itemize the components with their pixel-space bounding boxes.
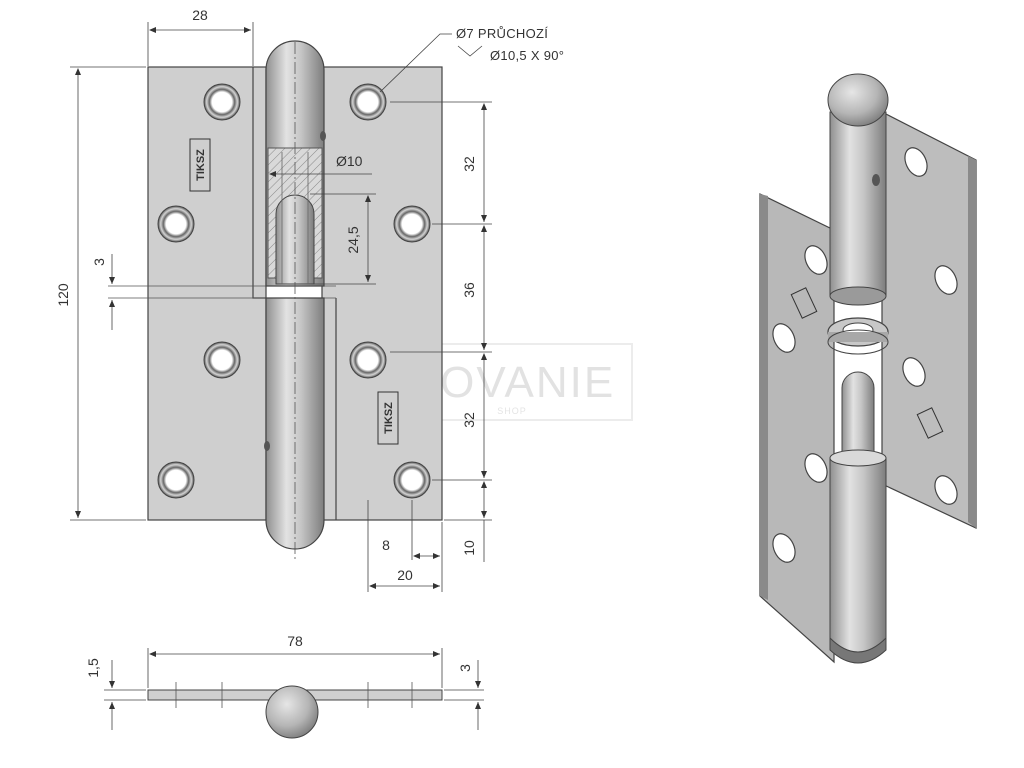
dim-pin-length: 24,5 xyxy=(345,226,361,253)
dim-height-total: 120 xyxy=(55,283,71,307)
watermark-text: KOVANIE xyxy=(409,358,615,407)
isometric-view xyxy=(759,73,977,664)
svg-text:TIKSZ: TIKSZ xyxy=(383,402,395,434)
callout-countersink: Ø10,5 X 90° xyxy=(490,48,564,63)
dim-gap: 3 xyxy=(91,258,107,266)
dim-hole-spacing-bottom: 32 xyxy=(461,412,477,428)
dim-side-thickness: 3 xyxy=(457,664,473,672)
dim-hole-edge: 20 xyxy=(397,567,413,583)
end-view: 78 1,5 3 xyxy=(85,633,484,739)
dim-total-width: 78 xyxy=(287,633,303,649)
dim-pin-diameter: Ø10 xyxy=(336,153,363,169)
dim-bottom-edge: 10 xyxy=(461,540,477,556)
dim-plate-thickness: 1,5 xyxy=(85,658,101,678)
pin xyxy=(275,194,315,285)
brand-stamp-right: TIKSZ xyxy=(377,391,399,445)
callout-through-hole: Ø7 PRŮCHOZÍ xyxy=(456,26,548,41)
dim-hole-offset: 8 xyxy=(382,537,390,553)
dim-hole-spacing-middle: 36 xyxy=(461,282,477,298)
left-leaf xyxy=(147,66,267,521)
svg-text:TIKSZ: TIKSZ xyxy=(195,149,207,181)
watermark: KOVANIE SHOP xyxy=(391,343,633,421)
front-view: TIKSZ TIKSZ xyxy=(108,40,443,560)
brand-stamp-left: TIKSZ xyxy=(189,138,211,192)
watermark-subtext: SHOP xyxy=(497,406,527,416)
dim-hole-spacing-top: 32 xyxy=(461,156,477,172)
front-dimensions xyxy=(70,22,492,592)
dim-top-width: 28 xyxy=(192,7,208,23)
mounting-holes xyxy=(157,83,431,499)
right-leaf xyxy=(321,66,443,521)
